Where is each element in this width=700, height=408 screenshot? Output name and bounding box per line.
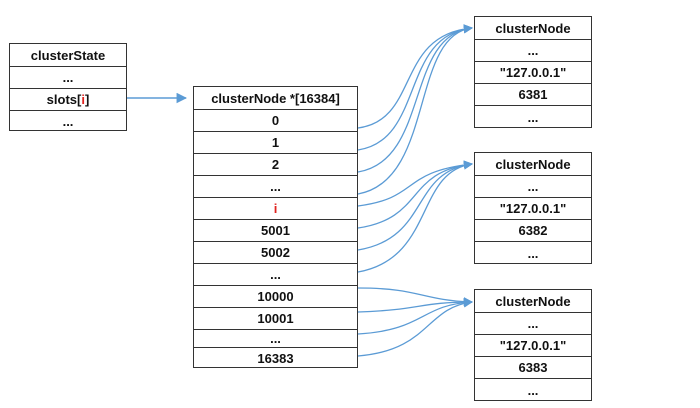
slot-row: 1	[194, 131, 357, 153]
slot-row: 16383	[194, 347, 357, 369]
slot-row: ...	[194, 329, 357, 347]
node-title: clusterNode	[495, 20, 571, 36]
slot-array-title: clusterNode *[16384]	[211, 90, 340, 106]
arrow-slot-5001-to-node-6382	[357, 160, 473, 229]
node-ellipsis-bottom: ...	[475, 378, 591, 402]
arrow-slot-10001-to-node-6383	[357, 297, 473, 313]
cluster-state-slots: slots[i]	[10, 88, 126, 110]
slot-row: 5001	[194, 219, 357, 241]
slot-row: 10001	[194, 307, 357, 329]
cluster-state-ellipsis-top: ...	[10, 66, 126, 88]
cluster-state-ellipsis-bottom: ...	[10, 110, 126, 132]
arrow-slot-dots2-to-node-6382	[357, 160, 473, 273]
slot-row: 10000	[194, 285, 357, 307]
node-title: clusterNode	[495, 293, 571, 309]
slot-row: ...	[194, 263, 357, 285]
node-port: 6383	[475, 356, 591, 378]
slots-label-index: i	[81, 92, 85, 107]
slots-label-suffix: ]	[84, 92, 90, 107]
arrow-slot-1-to-node-6381	[357, 24, 473, 151]
node-title: clusterNode	[495, 156, 571, 172]
slot-row: 0	[194, 109, 357, 131]
node-ip: "127.0.0.1"	[475, 197, 591, 219]
node-ellipsis-bottom: ...	[475, 241, 591, 265]
node-ip: "127.0.0.1"	[475, 334, 591, 356]
cluster-state-box: clusterState ... slots[i] ...	[9, 43, 127, 131]
arrow-slot-5002-to-node-6382	[357, 160, 473, 251]
node-ellipsis-top: ...	[475, 312, 591, 334]
cluster-state-title: clusterState	[30, 47, 106, 63]
slot-row-highlight: i	[194, 197, 357, 219]
node-port: 6382	[475, 219, 591, 241]
arrow-slot-2-to-node-6381	[357, 24, 473, 173]
arrow-slot-i-to-node-6382	[357, 160, 473, 207]
node-ellipsis-top: ...	[475, 39, 591, 61]
node-ellipsis-bottom: ...	[475, 105, 591, 129]
slot-row: ...	[194, 175, 357, 197]
cluster-node-6381: clusterNode ... "127.0.0.1" 6381 ...	[474, 16, 592, 128]
slot-row: 2	[194, 153, 357, 175]
arrow-slot-dots-to-node-6381	[357, 24, 473, 195]
slot-row: 5002	[194, 241, 357, 263]
node-ellipsis-top: ...	[475, 175, 591, 197]
arrow-slot-dots3-to-node-6383	[357, 297, 473, 335]
slot-array-box: clusterNode *[16384] 0 1 2 ... i 5001 50…	[193, 86, 358, 368]
arrow-slot-10000-to-node-6383	[357, 287, 473, 307]
node-ip: "127.0.0.1"	[475, 61, 591, 83]
cluster-node-6382: clusterNode ... "127.0.0.1" 6382 ...	[474, 152, 592, 264]
node-port: 6381	[475, 83, 591, 105]
arrow-slot-0-to-node-6381	[357, 24, 473, 129]
slots-label-prefix: slots[	[46, 92, 82, 107]
cluster-node-6383: clusterNode ... "127.0.0.1" 6383 ...	[474, 289, 592, 401]
arrow-slot-16383-to-node-6383	[357, 298, 473, 357]
